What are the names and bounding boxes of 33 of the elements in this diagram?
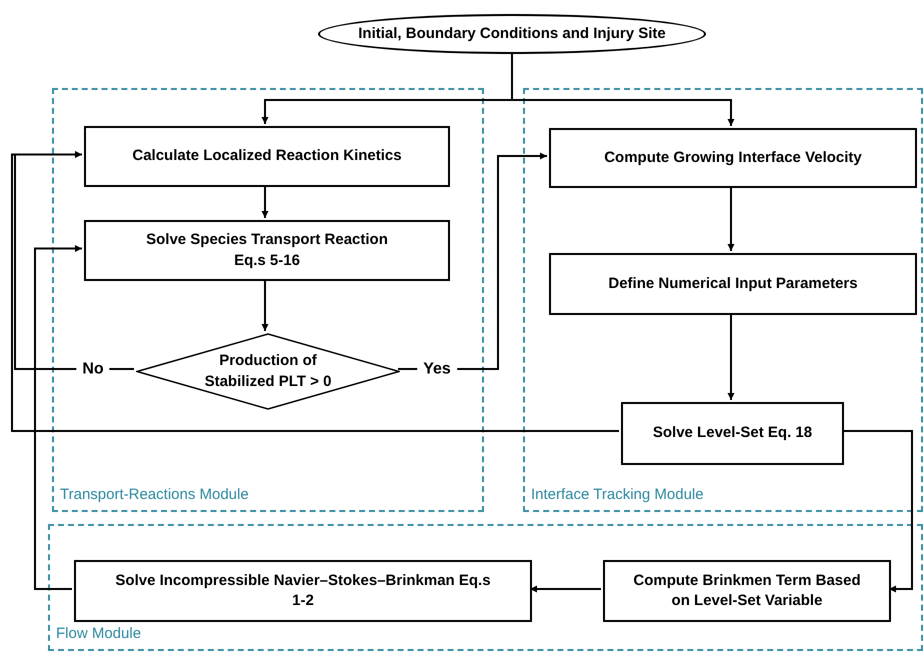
module-frame bbox=[523, 88, 923, 512]
node-text: Define Numerical Input Parameters bbox=[608, 274, 858, 294]
connector-arrow bbox=[728, 313, 734, 400]
process-box bbox=[549, 253, 917, 315]
connector-arrow bbox=[398, 152, 547, 370]
process-box bbox=[74, 560, 532, 622]
module-label: Flow Module bbox=[56, 624, 142, 644]
node-text: Compute Brinkmen Term Based on Level-Set Variable bbox=[632, 570, 862, 611]
connector-arrow bbox=[511, 54, 734, 126]
node-text: Solve Level-Set Eq. 18 bbox=[652, 423, 812, 444]
connector-arrow bbox=[262, 279, 268, 331]
node-text: Solve Species Transport Reaction Eq.s 5-16 bbox=[145, 230, 389, 270]
node-text: Production of Stabilized PLT > 0 bbox=[204, 351, 332, 392]
process-box bbox=[549, 128, 917, 188]
module-label: Interface Tracking Module bbox=[531, 484, 704, 504]
connector-arrow bbox=[262, 185, 268, 218]
connector-arrow bbox=[842, 430, 913, 592]
module-label: Transport-Reactions Module bbox=[60, 484, 249, 504]
module-frame bbox=[52, 88, 484, 512]
node-text: Calculate Localized Reaction Kinetics bbox=[132, 146, 402, 166]
process-box bbox=[84, 220, 450, 281]
connector-arrow bbox=[728, 186, 734, 251]
module-frame bbox=[48, 524, 923, 651]
decision-diamond bbox=[136, 333, 400, 410]
connector-arrow bbox=[530, 586, 601, 592]
node-text: Solve Incompressible Navier–Stokes–Brinkman Eq.s 1-2 bbox=[114, 570, 492, 611]
process-box bbox=[621, 402, 844, 465]
connector-arrow bbox=[11, 151, 619, 432]
connector-arrow bbox=[34, 245, 82, 590]
process-box bbox=[603, 560, 891, 622]
process-box bbox=[84, 126, 450, 187]
node-text: Compute Growing Interface Velocity bbox=[604, 148, 862, 168]
node-text: Initial, Boundary Conditions and Injury Site bbox=[358, 24, 666, 44]
